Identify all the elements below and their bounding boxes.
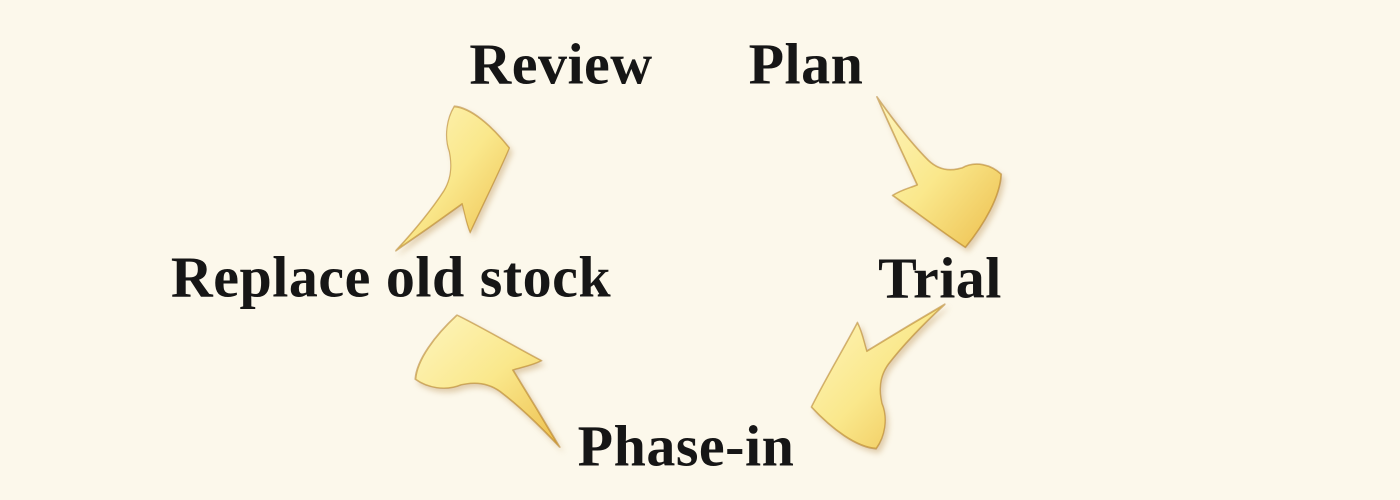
stage-label-phase-in: Phase-in — [577, 413, 795, 479]
stage-label-trial: Trial — [878, 245, 1002, 311]
stage-label-plan: Plan — [748, 31, 864, 97]
stage-label-replace-old-stock: Replace old stock — [170, 244, 612, 310]
arrow-phase-in-to-replace-old-stock-icon — [408, 308, 561, 458]
stage-label-review: Review — [469, 31, 653, 97]
arrow-replace-old-stock-to-review-icon — [376, 99, 526, 252]
arrow-plan-to-trial-icon — [868, 95, 1018, 249]
arrow-trial-to-phase-in-icon — [805, 303, 955, 456]
